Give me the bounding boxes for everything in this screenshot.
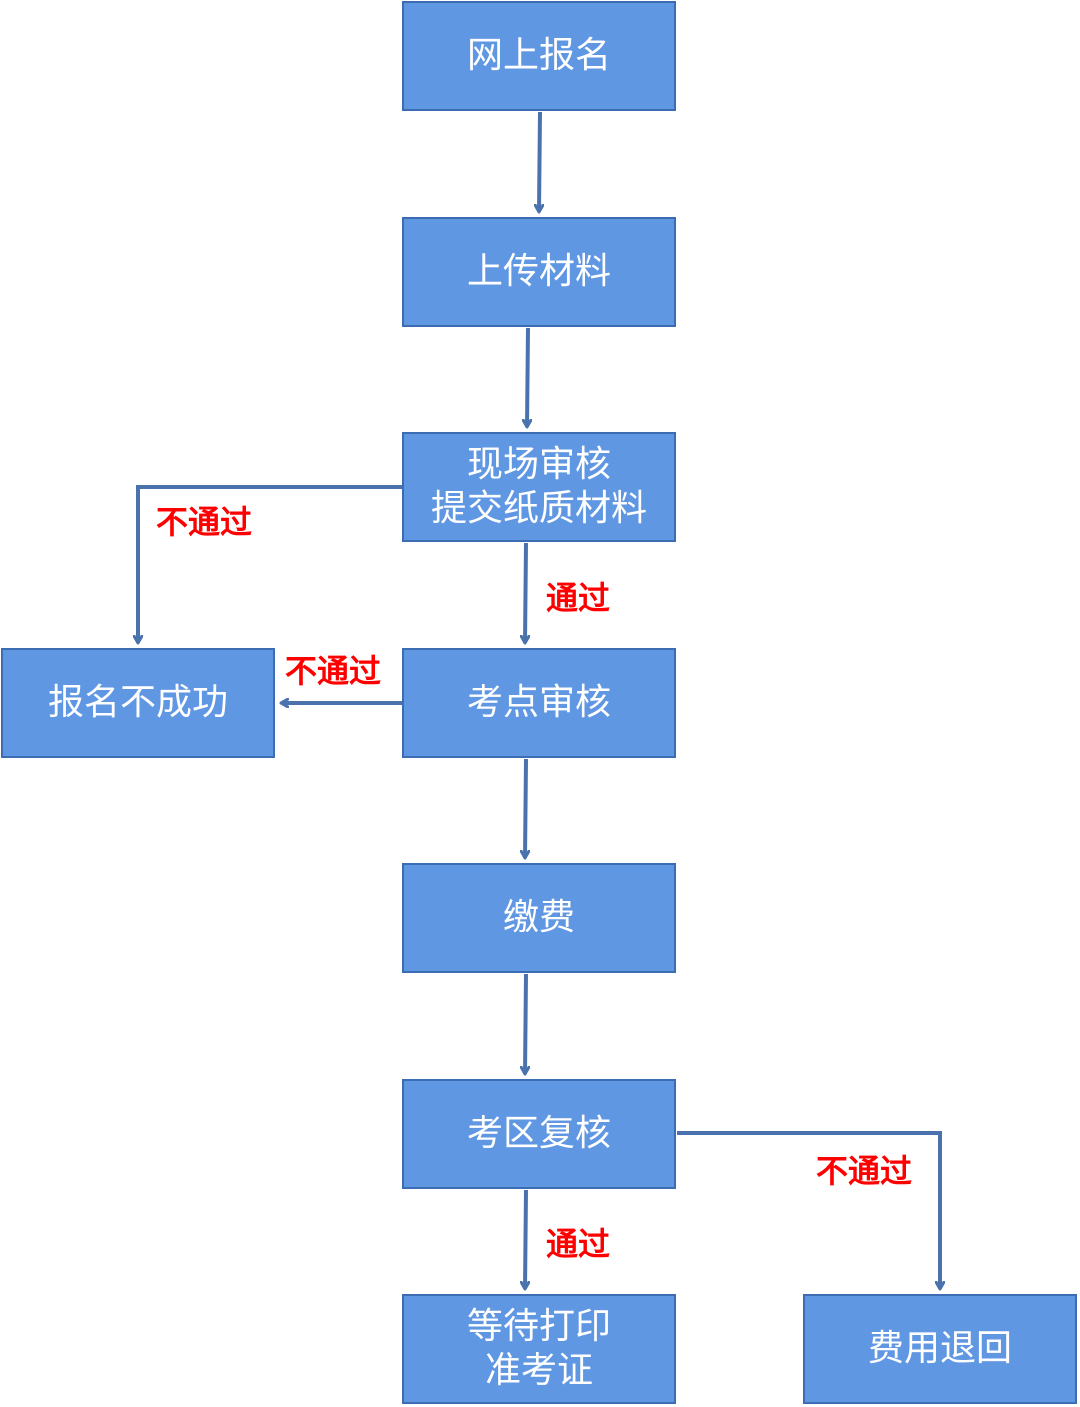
edge-label-onsite-pass: 通过 [546, 579, 611, 617]
node-label: 报名不成功 [47, 682, 228, 723]
edge-label-site-fail: 不通过 [285, 652, 382, 690]
node-label-line-2: 提交纸质材料 [430, 488, 647, 529]
edge-label-district-fail: 不通过 [816, 1152, 913, 1190]
node-label: 缴费 [502, 897, 575, 938]
node-online-registration: 网上报名 [402, 1, 676, 111]
node-payment: 缴费 [402, 863, 676, 973]
node-label: 费用退回 [867, 1328, 1012, 1369]
arrow-site-review-to-payment [525, 758, 526, 858]
arrow-upload-to-onsite [527, 327, 528, 427]
node-label: 考区复核 [466, 1113, 611, 1154]
node-label-line-1: 现场审核 [466, 444, 611, 485]
node-label: 网上报名 [466, 35, 611, 76]
node-upload-materials: 上传材料 [402, 217, 676, 327]
node-exam-site-review: 考点审核 [402, 648, 676, 758]
node-wait-print-admission: 等待打印 准考证 [402, 1294, 676, 1404]
edge-label-district-pass: 通过 [546, 1225, 611, 1263]
arrow-recheck-to-refund [677, 1131, 940, 1289]
edge-label-onsite-fail: 不通过 [156, 503, 253, 541]
node-label: 上传材料 [466, 251, 611, 292]
node-fee-refund: 费用退回 [803, 1294, 1077, 1404]
arrow-recheck-to-wait-print [525, 1189, 526, 1289]
node-district-recheck: 考区复核 [402, 1079, 676, 1189]
arrow-payment-to-recheck [525, 973, 526, 1074]
node-label-line-1: 等待打印 [466, 1306, 611, 1347]
node-label-line-2: 准考证 [484, 1350, 593, 1391]
node-label: 考点审核 [466, 682, 611, 723]
node-registration-failed: 报名不成功 [1, 648, 275, 758]
arrow-onsite-to-failed [138, 485, 402, 643]
node-onsite-review: 现场审核 提交纸质材料 [402, 432, 676, 542]
arrow-register-to-upload [539, 111, 540, 212]
arrow-onsite-to-site-review [525, 542, 526, 643]
